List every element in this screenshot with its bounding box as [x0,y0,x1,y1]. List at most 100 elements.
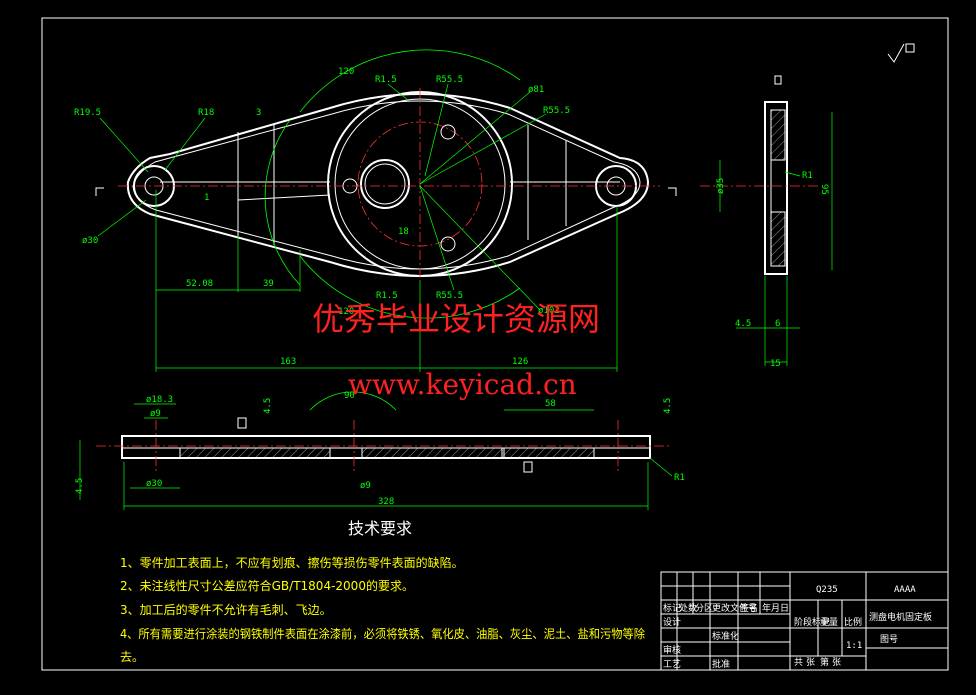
side-hatch-top [770,109,786,161]
tb-label-sheets: 张 [806,657,815,668]
dim-r1: R1 [802,171,813,181]
plate-inner-outline [132,100,641,270]
tb-label-count: 处数 [679,602,697,614]
dim-4-5-right: 4.5 [663,398,673,414]
dim-d81: ø81 [528,85,544,95]
watermark-cn: 优秀毕业设计资源网 [312,300,600,338]
tb-label-sign: 签名 [740,602,758,614]
rib-diag [237,194,331,201]
arc-side [264,119,301,286]
tech-req-5: 去。 [120,650,144,664]
section-hatch-3 [503,447,595,459]
dim-r1-5-top: R1.5 [375,75,397,85]
side-outline [764,101,788,275]
tech-requirements: 技术要求 1、零件加工表面上，不应有划痕、擦伤等损伤零件表面的缺陷。 2、未注线… [120,519,645,664]
dim-328: 328 [378,497,394,507]
title-block-frame [660,571,949,671]
dim-90: 90 [344,391,355,401]
tb-label-docno: 更改文件号 [712,602,757,614]
tb-label-sheet: 张 [832,657,841,668]
section-mark-l [95,187,104,196]
front-view-dims: R19.5 R18 3 120 R1.5 R55.5 ø81 R55.5 ø30… [74,67,570,367]
tb-label-standard: 标准化 [712,630,739,642]
dim-39: 39 [263,279,274,289]
tb-label-stage: 阶段标记 [794,616,830,628]
dim-r55-5-right: R55.5 [543,106,570,116]
dim-d9-sec: ø9 [360,481,371,491]
tech-req-3: 3、加工后的零件不允许有毛刺、飞边。 [120,602,332,617]
plate-outline [126,93,650,277]
watermark-url: www.keyicad.cn [348,368,577,401]
dim-r18: R18 [198,108,214,118]
dim-1: 1 [204,193,209,203]
section-hatch-2 [361,447,503,459]
bolt-hole-3 [440,236,456,252]
section-hatch-1 [179,447,331,459]
roughness-icon [887,43,905,63]
dim-95: 95 [819,184,829,195]
tb-label-mark: 标记 [663,602,681,614]
dim-d30-sec: ø30 [146,479,162,489]
tech-req-2: 2、未注线性尺寸公差应符合GB/T1804-2000的要求。 [120,578,414,593]
tb-label-process: 工艺 [663,659,681,670]
tb-label-date: 年月日 [762,602,789,614]
tb-label-scale: 比例 [844,616,862,628]
tech-req-heading: 技术要求 [348,519,412,538]
leader-r55b [419,113,547,185]
dim-4-5-sec: 4.5 [75,478,85,494]
dim-4-5-top: 4.5 [263,398,273,414]
tb-company: AAAA [894,585,916,595]
dim-r1-sec: R1 [674,473,685,483]
dim-163: 163 [280,357,296,367]
dim-r1-5-bottom: R1.5 [376,291,398,301]
bolt-hole-2 [440,124,456,140]
arc-90 [309,391,397,411]
dim-d9: ø9 [150,409,161,419]
leader-r55c [419,185,455,291]
dim-d102: ø102 [538,306,560,316]
dim-3: 3 [256,108,261,118]
leader-r1 [784,171,801,177]
side-mark [774,75,782,85]
dim-d30: ø30 [82,236,98,246]
section-view: ø18.3 ø9 90 58 ø30 ø9 328 R1 4.5 4.5 4.5 [75,391,685,510]
leader-r1b [649,457,673,477]
center-bore-inner [364,163,406,205]
dim-r55-5-top: R55.5 [436,75,463,85]
tb-material: Q235 [816,585,838,595]
tb-label-approve: 批准 [712,658,730,670]
center-bore [360,159,410,209]
dim-4-5: 4.5 [735,319,751,329]
tb-label-weight: 重量 [820,616,838,628]
drawing-border [41,17,949,671]
sec-mark-2 [523,461,533,473]
dim-d35: ø35 [716,178,726,194]
tech-req-4: 4、所有需要进行涂装的钢铁制件表面在涂漆前，必须将铁锈、氧化皮、油脂、灰尘、泥土… [120,626,645,641]
title-block: Q235 AAAA 测盘电机固定板 图号 1:1 标记 处数 分区 更改文件号 … [660,571,949,671]
sec-mark-1 [237,417,247,429]
dim-52-08: 52.08 [186,279,213,289]
leader-r55a [424,83,449,177]
tb-label-review: 审核 [663,644,681,656]
tb-label-total: 共 [794,657,803,668]
tb-label-design: 设计 [663,616,681,628]
tb-ratio: 1:1 [846,641,862,651]
leader-d30 [97,199,147,237]
dim-120-top: 120 [338,67,354,77]
tb-label-no: 第 [820,656,829,668]
dim-r19-5: R19.5 [74,108,101,118]
leader-d102 [419,185,541,311]
dim-15: 15 [770,359,781,369]
arc-r120-bottom [299,255,521,319]
side-hatch-bottom [770,211,786,267]
section-mark-r [668,187,677,196]
front-view [95,49,677,372]
tb-part-name: 测盘电机固定板 [869,611,932,623]
leader-d81 [419,91,531,185]
side-view: ø35 R1 95 4.5 6 15 [700,43,915,369]
tb-drawing-no-label: 图号 [880,634,898,645]
roughness-box [905,43,915,53]
leader-r19 [99,117,149,173]
dim-58: 58 [545,399,556,409]
